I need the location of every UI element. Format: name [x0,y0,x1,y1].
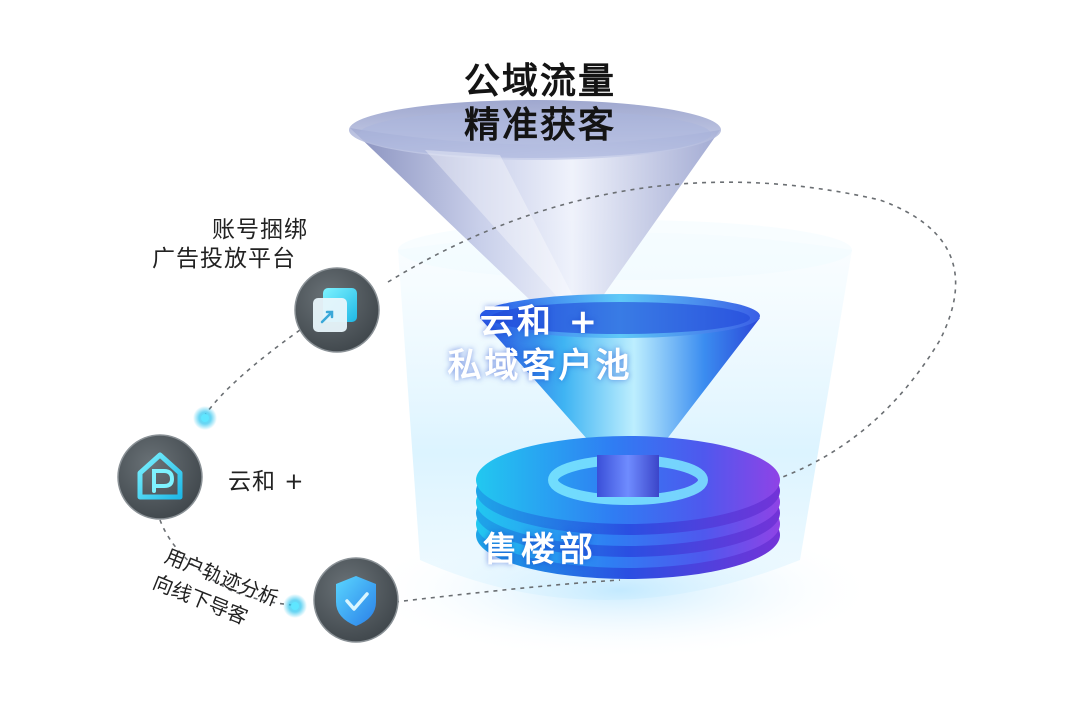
step2-label: 云和 + [228,469,305,495]
step1-label-line1: 账号捆绑 [212,217,308,243]
shield-check-icon [313,557,399,643]
base-label: 售楼部 [483,530,597,570]
orbit-dashed-path-bottom [394,579,621,603]
orbit-dashed-path [387,181,957,479]
glow-dot [291,602,299,610]
mid-funnel-title-line2: 私域客户池 [447,346,633,386]
orbit-dashed-path-left [204,329,301,416]
mid-funnel-title-line1: 云和 + [479,302,601,342]
top-funnel-title-line1: 公域流量 [463,61,616,102]
top-funnel-title-line2: 精准获客 [463,105,616,146]
base-discs [476,436,780,579]
share-square-icon [294,267,380,353]
house-p-icon [117,434,203,520]
glow-dot [201,414,209,422]
step1-label-line2: 广告投放平台 [152,246,296,272]
orbit-dashed-path-lower [159,519,293,606]
